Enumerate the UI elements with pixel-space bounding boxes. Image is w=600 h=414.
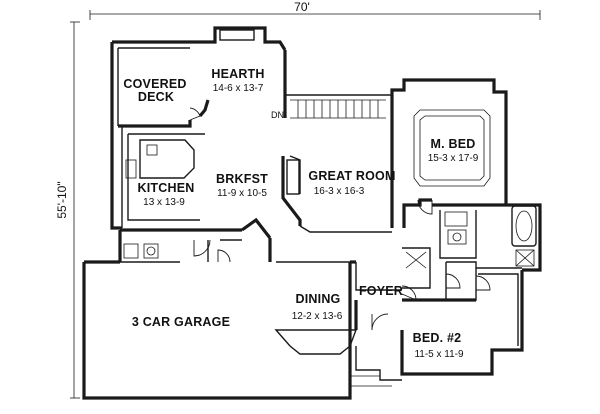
brkfst-size: 11-9 x 10-5 (217, 188, 267, 199)
covered-deck-label-2: DECK (138, 90, 174, 104)
kitchen-size: 13 x 13-9 (143, 197, 185, 208)
hearth-label: HEARTH (211, 67, 264, 81)
garage-label: 3 CAR GARAGE (132, 315, 230, 329)
foyer-label: FOYER (359, 284, 403, 298)
great-room-size: 16-3 x 16-3 (314, 186, 365, 197)
great-room-label: GREAT ROOM (308, 169, 395, 183)
width-dimension: 70' (294, 0, 310, 14)
stair-down-label: DN (271, 110, 284, 120)
dining-label: DINING (296, 292, 341, 306)
bathtub (511, 205, 537, 247)
master-bed-label: M. BED (431, 137, 476, 151)
hearth-size: 14-6 x 13-7 (213, 83, 264, 94)
dining-size: 12-2 x 13-6 (292, 311, 343, 322)
kitchen-label: KITCHEN (138, 181, 195, 195)
bed2-label: BED. #2 (413, 331, 462, 345)
bed2-size: 11-5 x 11-9 (414, 349, 464, 360)
depth-dimension: 55'-10" (55, 181, 69, 218)
fireplace-great-room (286, 159, 300, 195)
fireplace-hearth (219, 29, 255, 41)
staircase (290, 99, 386, 119)
brkfst-label: BRKFST (216, 172, 268, 186)
covered-deck-label-1: COVERED (123, 77, 186, 91)
door-swings (189, 107, 491, 331)
interior-walls (118, 29, 537, 387)
master-bed-size: 15-3 x 17-9 (428, 153, 479, 164)
dimension-lines (70, 10, 541, 399)
